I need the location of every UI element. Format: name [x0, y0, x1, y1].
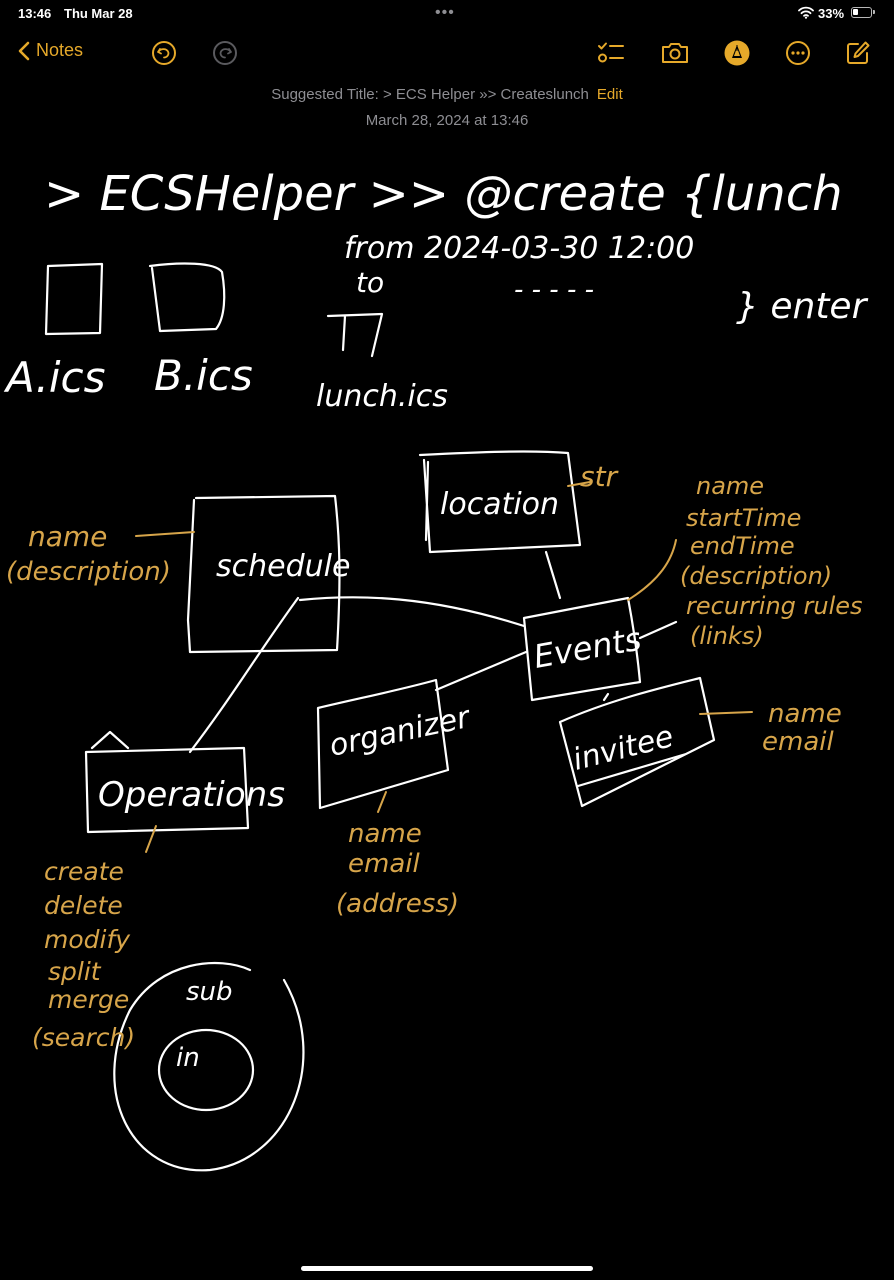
battery-percentage: 33% [818, 6, 845, 21]
hw-operation-3: split [48, 957, 102, 986]
compose-icon[interactable] [843, 38, 873, 68]
hw-title-line: > ECSHelper >> @create {lunch [44, 166, 843, 222]
wifi-icon [798, 6, 814, 24]
hw-box-events: Events [531, 620, 644, 676]
connector-events-fields [638, 620, 678, 640]
schedule-box [186, 494, 341, 654]
hw-box-invitee: invitee [569, 719, 677, 778]
status-bar: 13:46 Thu Mar 28 ••• 33% [0, 0, 894, 28]
hw-invitee-field-0: name [768, 699, 842, 729]
status-time: 13:46 [18, 6, 52, 21]
suggested-title: Suggested Title: > ECS Helper »> Creates… [271, 86, 589, 103]
multitasking-dots-icon[interactable]: ••• [435, 4, 455, 21]
events-box [522, 596, 642, 702]
markup-pen-icon[interactable] [722, 38, 752, 68]
invitee-box [558, 676, 716, 808]
hw-organizer-field-0: name [348, 819, 422, 849]
note-toolbar: Notes [0, 34, 894, 74]
more-icon[interactable] [783, 38, 813, 68]
hw-location-type: str [580, 460, 619, 493]
home-indicator[interactable] [301, 1266, 593, 1271]
hw-organizer-field-2: (address) [336, 889, 459, 919]
hw-operation-5: (search) [32, 1023, 135, 1052]
hw-operation-0: create [44, 857, 124, 886]
hw-organizer-field-1: email [348, 849, 420, 879]
battery-icon [851, 7, 875, 18]
hw-operation-1: delete [44, 891, 123, 920]
connector-location-events [544, 550, 562, 600]
location-box [418, 450, 582, 554]
outer-circle [113, 961, 305, 1172]
hw-box-schedule: schedule [216, 549, 350, 584]
back-label: Notes [36, 40, 84, 60]
sketch-box-lunch [326, 312, 384, 358]
connector-operations-list [145, 825, 157, 853]
hw-file-lunch: lunch.ics [316, 379, 448, 414]
hw-box-location: location [440, 487, 559, 522]
note-timestamp: March 28, 2024 at 13:46 [365, 112, 529, 129]
connector-schedule-operations [188, 596, 300, 754]
hw-schedule-field-0: name [28, 520, 107, 553]
hw-to-dashes: - - - - - [514, 275, 594, 305]
hw-circle-inner: in [176, 1043, 200, 1073]
connector-schedule-events [298, 596, 526, 628]
undo-icon[interactable] [149, 38, 179, 68]
chevron-left-icon [18, 41, 30, 60]
hw-file-b: B.ics [154, 351, 253, 400]
connector-organizer-events [434, 650, 528, 692]
hw-brace-note: } enter [736, 286, 869, 327]
hw-from-line: from 2024-03-30 12:00 [344, 231, 694, 266]
organizer-box [316, 678, 450, 810]
hw-event-field-2: endTime [690, 532, 795, 560]
camera-icon[interactable] [660, 38, 690, 68]
status-date: Thu Mar 28 [64, 6, 133, 21]
connector-events-invitee [602, 692, 610, 702]
connector-invitee-name [699, 711, 753, 715]
note-header: Suggested Title: > ECS Helper »> Creates… [0, 86, 894, 129]
hw-event-field-5: (links) [690, 622, 764, 650]
hw-to-label: to [356, 266, 384, 299]
hw-schedule-field-1: (description) [6, 557, 171, 587]
hw-file-a: A.ics [3, 353, 106, 402]
hw-circle-outer: sub [186, 977, 233, 1007]
hw-operation-4: merge [48, 985, 129, 1014]
connector-schedule-name [135, 531, 195, 537]
back-button[interactable]: Notes [18, 40, 83, 61]
inner-circle [157, 1028, 255, 1112]
connector-organizer-fields [377, 791, 387, 813]
connector-events-name [627, 539, 677, 601]
battery-fill [853, 9, 858, 15]
redo-icon[interactable] [210, 38, 240, 68]
hw-box-operations: Operations [98, 775, 285, 815]
hw-event-field-0: name [696, 472, 764, 500]
hw-operation-2: modify [44, 925, 131, 954]
sketch-box-b [148, 262, 226, 333]
sketch-box-a [44, 262, 104, 336]
checklist-icon[interactable] [596, 38, 626, 68]
hw-event-field-4: recurring rules [686, 592, 863, 620]
hw-invitee-field-1: email [762, 727, 834, 757]
connector-location-str [567, 481, 591, 487]
hw-event-field-1: startTime [686, 504, 801, 532]
edit-title-button[interactable]: Edit [596, 86, 623, 103]
hw-box-organizer: organizer [326, 700, 474, 764]
hw-event-field-3: (description) [680, 562, 832, 590]
